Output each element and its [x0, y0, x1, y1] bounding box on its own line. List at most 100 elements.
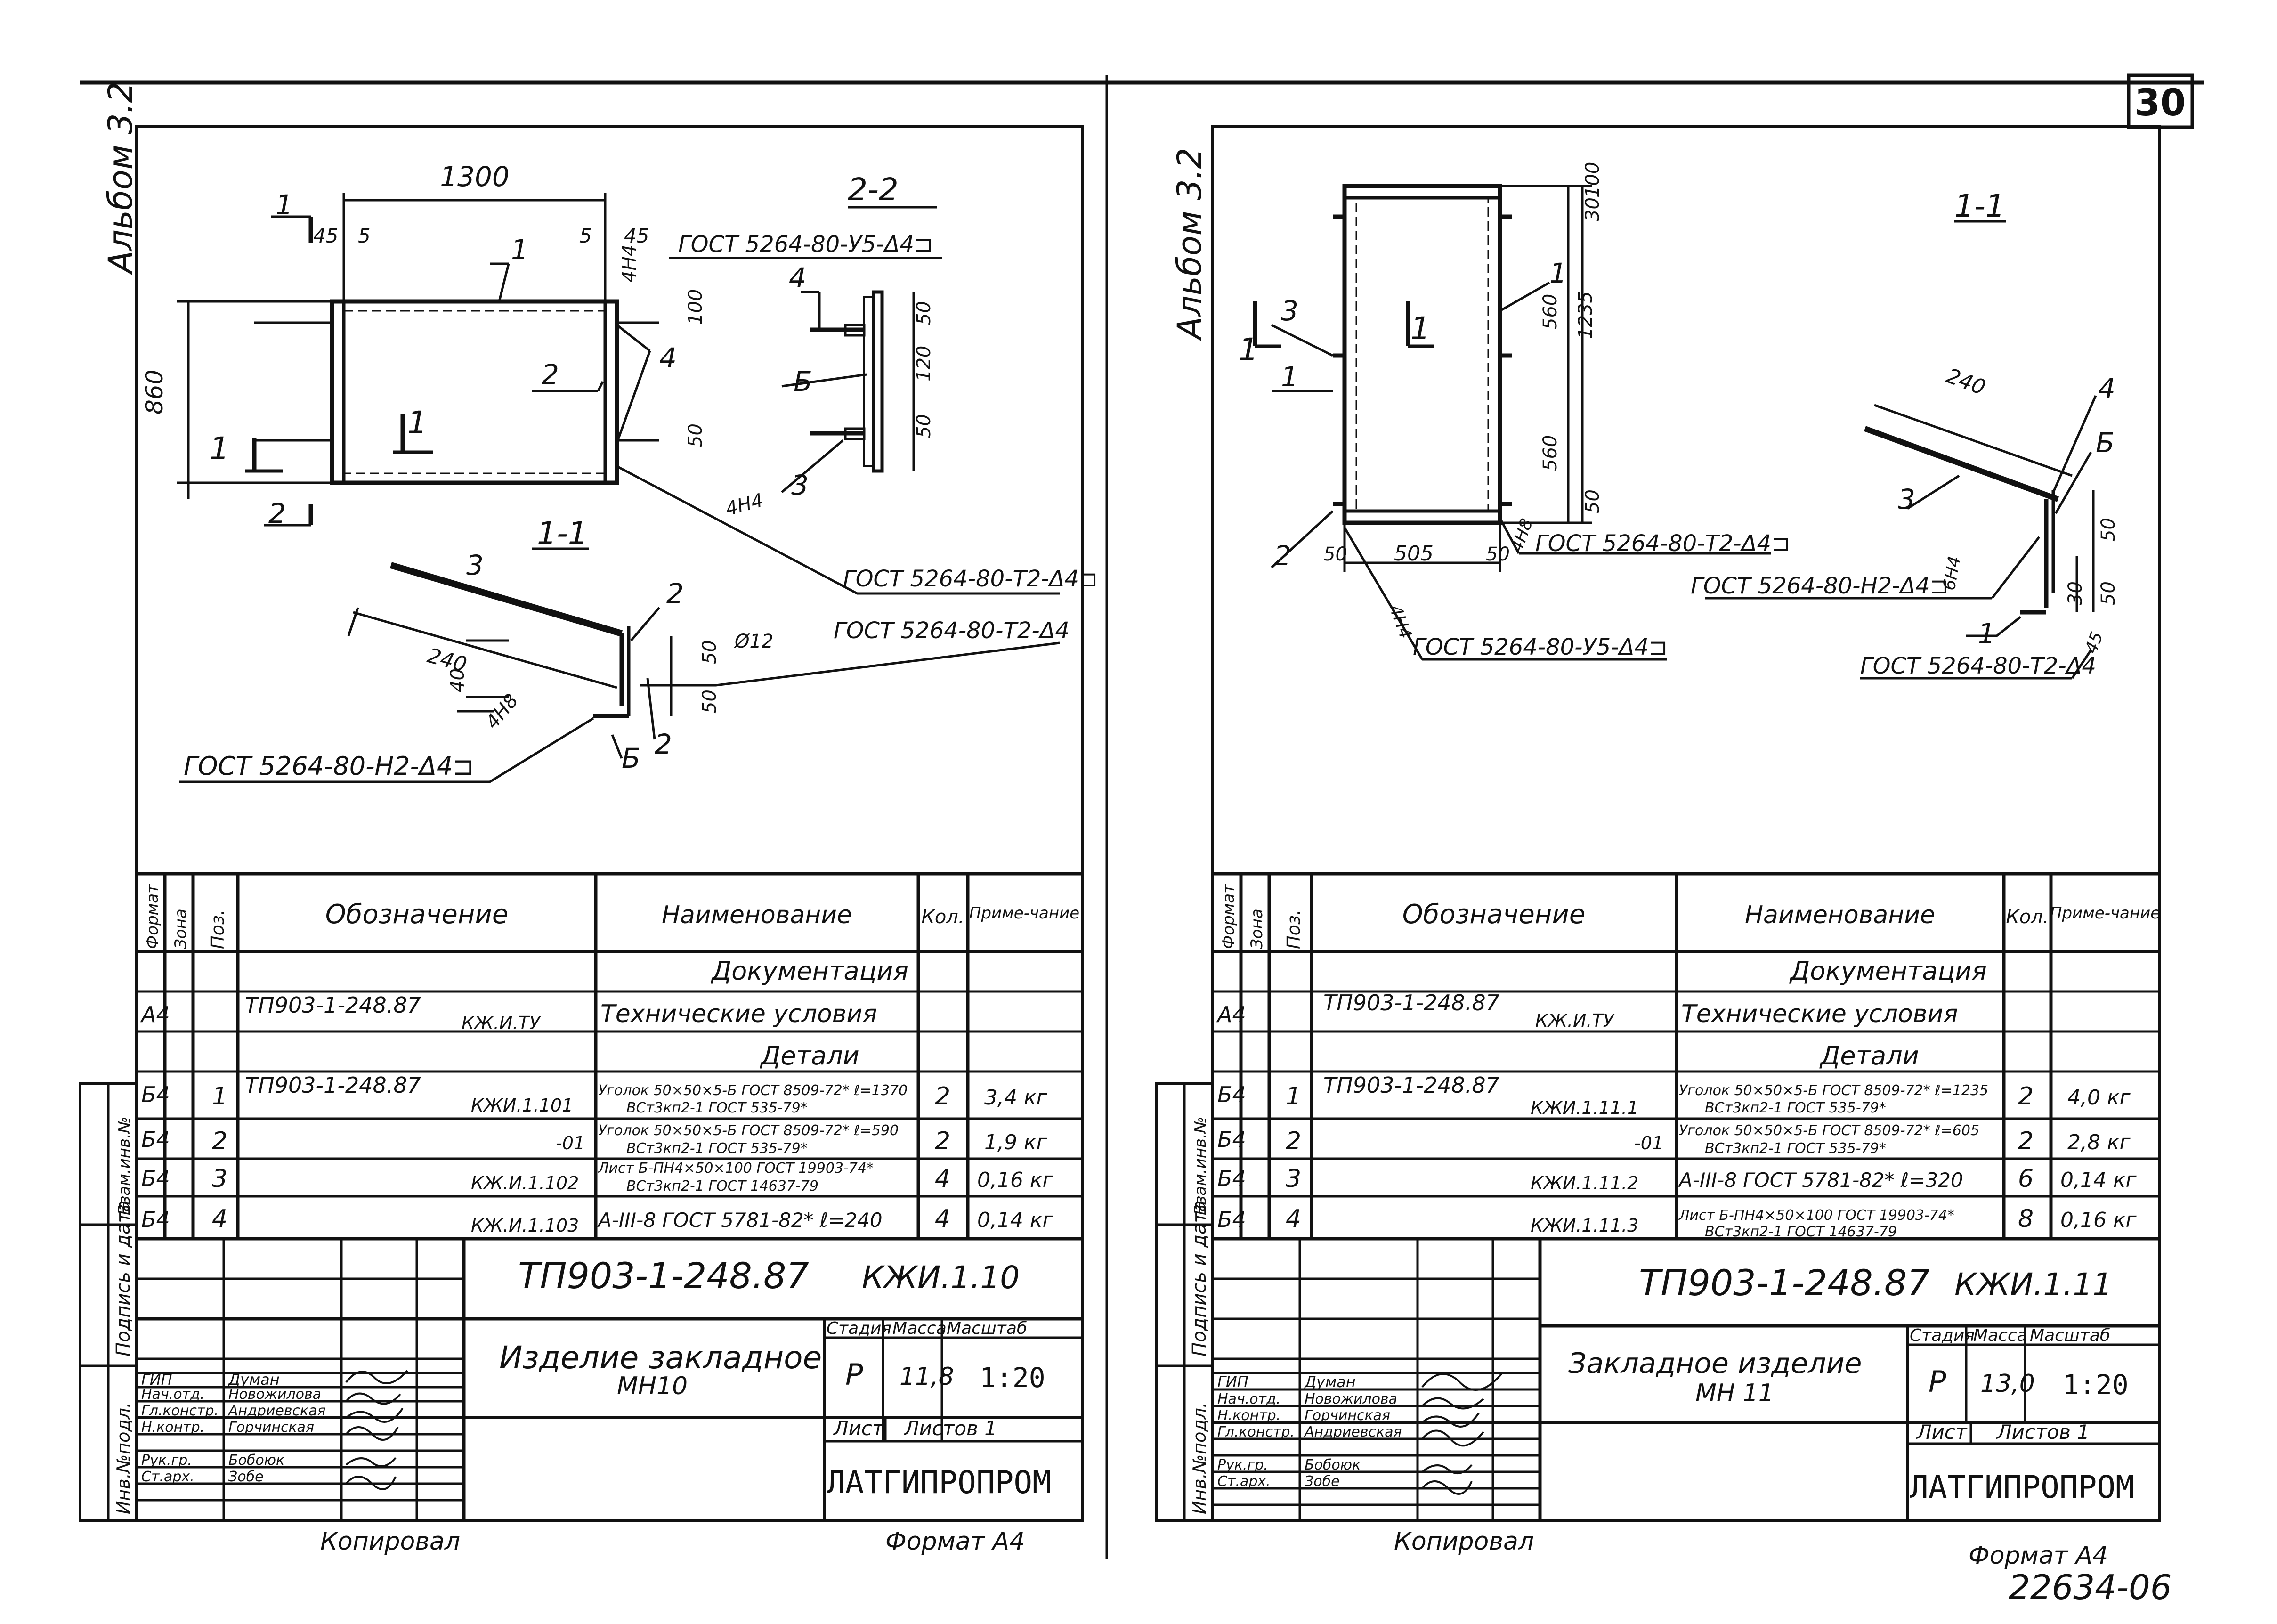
r-stamp-stage: Р — [1929, 1364, 1946, 1399]
r-spec-h-designation: Обозначение — [1402, 899, 1586, 930]
spec-row-suffix: КЖ.И.ТУ — [462, 1013, 542, 1033]
r-spec-row-name: А-III-8 ГОСТ 5781-82* ℓ=320 — [1677, 1169, 1963, 1192]
spec-row-designation: ТП903-1-248.87 — [245, 992, 421, 1018]
spec-row-name: Технические условия — [600, 1000, 877, 1028]
r-spec-row-fmt: Б4 — [1217, 1207, 1246, 1232]
r-spec-row-name: Уголок 50×50×5-Б ГОСТ 8509-72* ℓ=605 — [1679, 1122, 1979, 1139]
right-stamp-grid — [1213, 1239, 2159, 1520]
weld-note-4: ГОСТ 5264-80-Н2-Δ4⊐ — [184, 751, 474, 781]
r-weld-note-1: ГОСТ 5264-80-Т2-Δ4⊐ — [1535, 530, 1790, 557]
r-stamp-name: Горчинская — [1305, 1407, 1390, 1424]
spec-row-suffix: -01 — [556, 1133, 585, 1153]
r-dim-560a: 560 — [1540, 294, 1561, 330]
r-spec-h-zone: Зона — [1248, 909, 1266, 949]
r-spec-h-note: Приме-чание — [2050, 904, 2160, 923]
r-dim-30b: 30 — [2065, 581, 2086, 605]
r-spec-h-pos: Поз. — [1283, 909, 1304, 949]
r-stamp-code: ТП903-1-248.87 — [1639, 1262, 1930, 1304]
spec-row-fmt: А4 — [140, 1002, 170, 1027]
pos-label-4: 4 — [659, 342, 677, 374]
r-pos-1-left: 1 — [1281, 361, 1298, 393]
dim-45a: 45 — [313, 224, 338, 247]
signature-scribble — [345, 1370, 408, 1490]
r-dim-50b: 50 — [1323, 544, 1347, 565]
spec-row-name2: ВСт3кп2-1 ГОСТ 535-79* — [626, 1140, 808, 1157]
r-spec-h-format: Формат — [1219, 884, 1238, 949]
stamp-mass: 11,8 — [899, 1363, 954, 1391]
weld-note-2: ГОСТ 5264-80-Т2-Δ4⊐ — [843, 566, 1098, 592]
r-spec-section-doc: Документация — [1789, 956, 1987, 986]
weld-note-3: ГОСТ 5264-80-Т2-Δ4 — [834, 617, 1070, 644]
r-dim-50a: 50 — [1582, 489, 1604, 513]
r-cut-1-left: 1 — [1239, 332, 1258, 368]
spec-row-name: Уголок 50×50×5-Б ГОСТ 8509-72* ℓ=590 — [598, 1122, 899, 1139]
stamp-sheets-h: Листов 1 — [903, 1417, 997, 1440]
stamp-org: ЛАТГИПРОПРОМ — [827, 1464, 1051, 1501]
r-weld-note-2: ГОСТ 5264-80-У5-Δ4⊐ — [1413, 634, 1668, 660]
r-dim-240: 240 — [1943, 364, 1988, 400]
r-stamp-name: Новожилова — [1305, 1391, 1397, 1407]
r-spec-row-name: Уголок 50×50×5-Б ГОСТ 8509-72* ℓ=1235 — [1679, 1082, 1988, 1099]
stamp-name: Горчинская — [228, 1419, 314, 1436]
r-spec-row-note: 0,14 кг — [2060, 1168, 2137, 1192]
left-album-label: Альбом 3.2 — [101, 82, 140, 275]
cut-1-left: 1 — [210, 430, 229, 467]
spec-row-fmt: Б4 — [141, 1127, 170, 1152]
stamp-role: ГИП — [141, 1371, 172, 1389]
spec-row-designation: ТП903-1-248.87 — [245, 1072, 421, 1098]
spec-row-note: 3,4 кг — [984, 1086, 1048, 1110]
r-stamp-role: Рук.гр. — [1217, 1457, 1268, 1473]
left-section-22 — [781, 206, 937, 493]
stamp-sheet-h: Лист — [833, 1417, 884, 1440]
r-spec-row-suffix: КЖИ.1.11.1 — [1531, 1097, 1638, 1118]
r-stamp-subtitle: МН 11 — [1695, 1379, 1774, 1407]
spec-row-suffix: КЖ.И.1.102 — [471, 1173, 579, 1194]
r-s11-pos-1: 1 — [1978, 617, 1995, 650]
dim-50c: 50 — [685, 423, 706, 447]
r-spec-row-pos: 3 — [1286, 1165, 1301, 1193]
r-weld-note-4: ГОСТ 5264-80-Т2-Δ4 — [1860, 653, 2096, 679]
r-stamp-role: Ст.арх. — [1217, 1473, 1271, 1490]
right-plan-view — [1253, 184, 1771, 661]
stamp-role: Рук.гр. — [141, 1452, 192, 1469]
r-stamp-role: Гл.констр. — [1217, 1424, 1295, 1440]
stamp-name: Думан — [227, 1371, 280, 1389]
r-side-vzam: Взам.инв.№ — [1191, 1117, 1210, 1215]
side-vzam: Взам.инв.№ — [115, 1117, 134, 1215]
r-stamp-role: ГИП — [1217, 1373, 1248, 1391]
r-stamp-role: Нач.отд. — [1217, 1391, 1280, 1407]
r-spec-row-name2: ВСт3кп2-1 ГОСТ 535-79* — [1705, 1100, 1886, 1116]
dim-5b: 5 — [579, 224, 592, 247]
section-11-title: 1-1 — [537, 515, 588, 552]
left-frame — [135, 125, 1084, 1522]
r-spec-row-qty: 2 — [2018, 1127, 2034, 1155]
stamp-scale-h: Масштаб — [947, 1319, 1027, 1338]
r-pos-2: 2 — [1274, 540, 1291, 572]
sheet-number: 30 — [2135, 82, 2186, 124]
dim-100: 100 — [685, 289, 706, 325]
stamp-code: ТП903-1-248.87 — [518, 1255, 809, 1297]
spec-row-qty: 2 — [935, 1082, 950, 1111]
stamp-copied: Копировал — [320, 1527, 460, 1556]
right-spec-grid — [1213, 872, 2159, 1241]
spec-row-pos: 4 — [212, 1205, 227, 1233]
spec-row-qty: 2 — [935, 1127, 950, 1155]
r-spec-row-qty: 6 — [2018, 1165, 2034, 1193]
s11-dim-40: 40 — [447, 668, 469, 692]
r-spec-h-name: Наименование — [1745, 901, 1935, 929]
r-spec-row-name: Технические условия — [1681, 1000, 1958, 1028]
r-cut-1-mid: 1 — [1410, 310, 1430, 347]
right-section-11 — [1705, 220, 2097, 680]
stamp-scale: 1:20 — [980, 1362, 1045, 1394]
r-dim-4h4: 4Н4 — [1386, 602, 1415, 641]
stamp-name: Новожилова — [228, 1386, 321, 1403]
s11-pos-2: 2 — [666, 577, 684, 609]
stamp-role: Н.контр. — [141, 1419, 204, 1436]
cut-2-bottom: 2 — [268, 497, 286, 529]
r-side-sign: Подпись и дата — [1189, 1201, 1210, 1356]
spec-h-pos: Поз. — [207, 909, 228, 949]
r-pos-3: 3 — [1281, 295, 1298, 327]
r-spec-row-designation: ТП903-1-248.87 — [1323, 1072, 1499, 1098]
stamp-name: Андриевская — [227, 1403, 326, 1419]
